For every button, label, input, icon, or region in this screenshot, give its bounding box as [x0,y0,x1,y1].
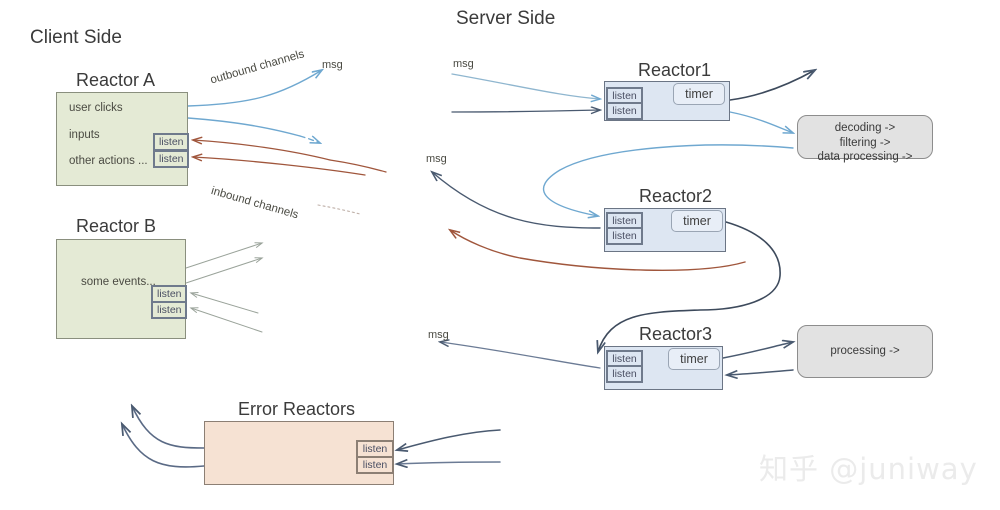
watermark: 知乎 @juniway [759,452,978,486]
reactor-a-listener-2[interactable]: listen [154,151,188,167]
error-reactors-title: Error Reactors [238,399,356,419]
reactor1-listener-1[interactable]: listen [607,88,642,104]
reactor3-listener-2[interactable]: listen [607,366,642,382]
section-title-server: Server Side [456,8,556,29]
msg-label-server-mid: msg [426,153,447,165]
processing-processor-box[interactable]: processing -> [797,325,933,378]
msg-label-client-top: msg [322,59,343,71]
decoding-line-3: data processing -> [817,151,913,163]
reactor-b-listener-1[interactable]: listen [152,286,186,302]
reactor-a-line-1: user clicks [69,102,123,114]
reactor2-listener-2[interactable]: listen [607,228,642,244]
reactor-a-line-3: other actions ... [69,155,148,167]
processing-line-1: processing -> [830,345,900,357]
error-reactors-listener-1[interactable]: listen [357,441,393,457]
decoding-processor-box[interactable]: decoding -> filtering -> data processing… [797,115,933,163]
inbound-channels-label: inbound channels [209,185,300,222]
reactor2-title: Reactor2 [639,186,713,206]
reactor-b-title: Reactor B [76,216,157,236]
reactor1-timer[interactable]: timer [673,83,725,105]
reactor2-timer[interactable]: timer [671,210,723,232]
error-reactors-listener-2[interactable]: listen [357,457,393,473]
msg-label-server-low: msg [428,329,449,341]
reactor-a-title: Reactor A [76,70,156,90]
reactor1-listener-2[interactable]: listen [607,103,642,119]
reactor-b-listener-2[interactable]: listen [152,302,186,318]
decoding-line-2: filtering -> [839,136,891,149]
reactor-a-line-2: inputs [69,129,100,141]
reactor2-listener-1[interactable]: listen [607,213,642,229]
reactor3-timer[interactable]: timer [668,348,720,370]
reactor3-listener-1[interactable]: listen [607,351,642,367]
section-title-client: Client Side [30,27,122,48]
reactor3-title: Reactor3 [639,324,713,344]
decoding-line-1: decoding -> [834,122,896,134]
msg-label-server-top: msg [453,58,474,70]
outbound-channels-label: outbound channels [209,48,306,87]
reactor-a-listener-1[interactable]: listen [154,134,188,150]
reactor1-title: Reactor1 [638,60,712,80]
reactor-b-line-1: some events... [81,276,156,288]
